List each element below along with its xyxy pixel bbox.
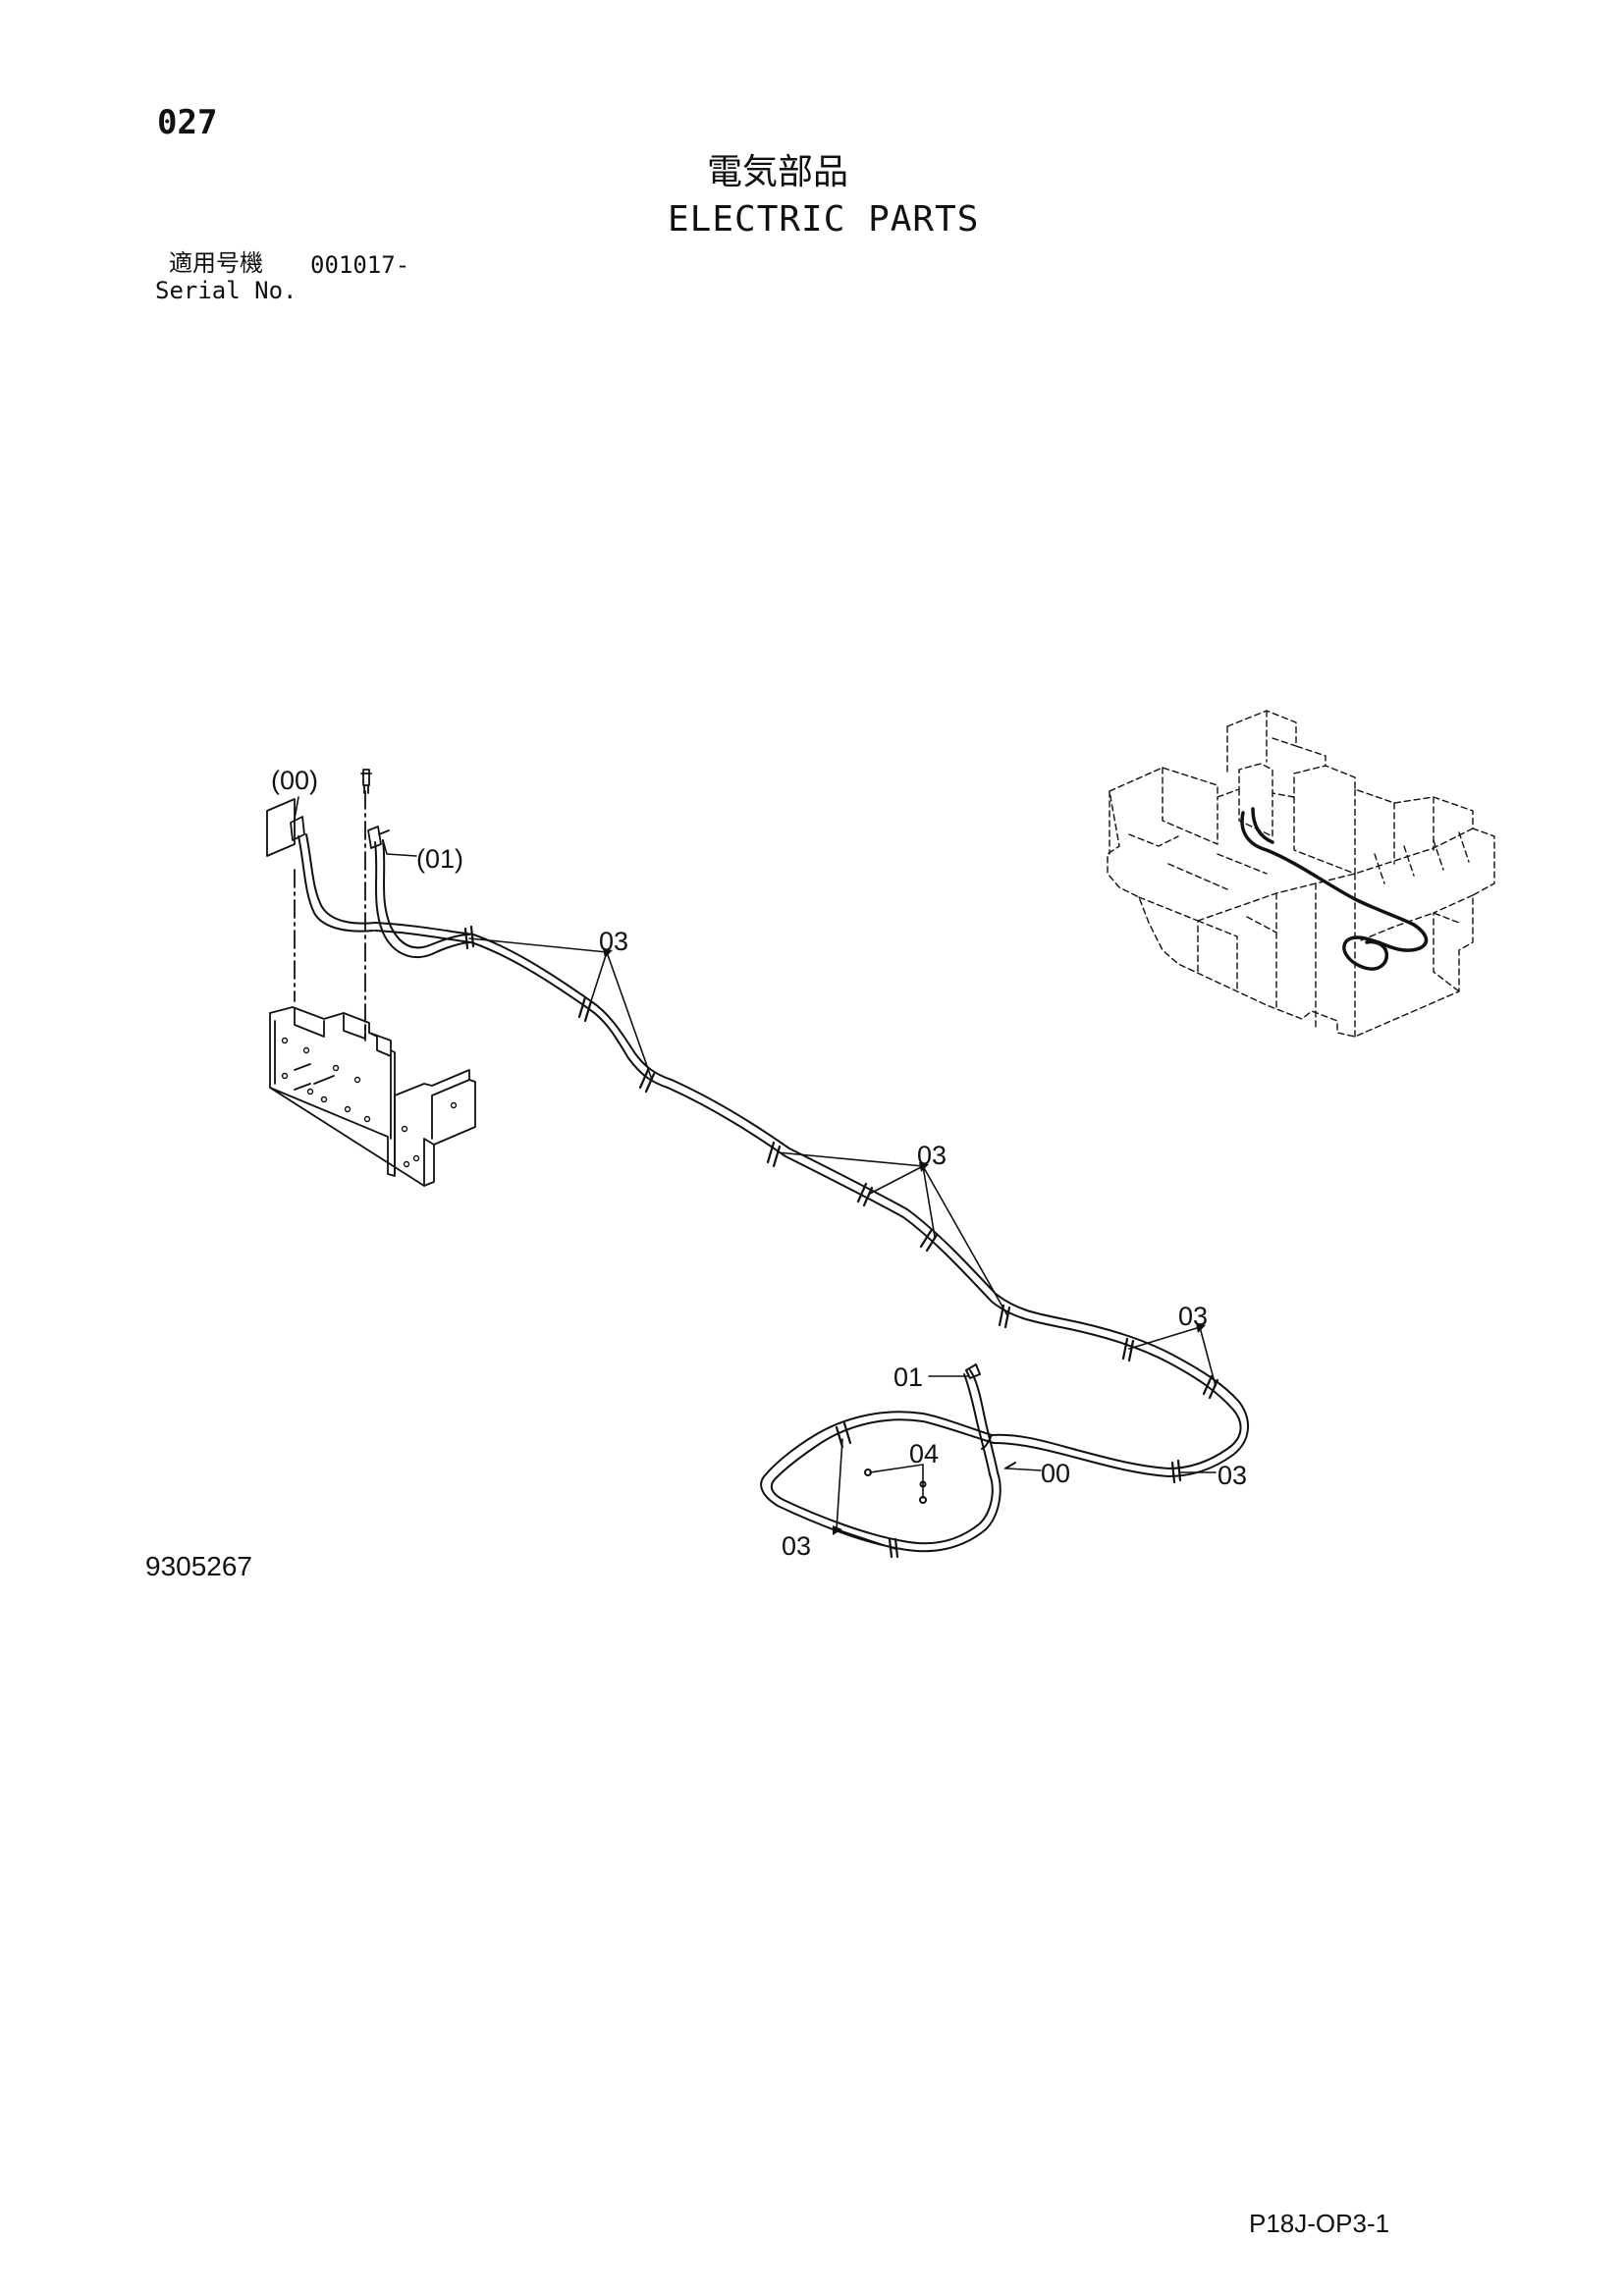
callout-arrowheads xyxy=(603,948,1206,1535)
callout-label-01-paren: (01) xyxy=(416,844,463,874)
callout-label-04: 04 xyxy=(909,1439,939,1468)
main-wiring-harness xyxy=(298,833,1250,1559)
serial-number-value: 001017- xyxy=(310,251,410,279)
page-code: P18J-OP3-1 xyxy=(1249,2209,1390,2238)
callout-label-03-lower-left: 03 xyxy=(782,1531,811,1561)
callout-label-03-middle: 03 xyxy=(917,1141,947,1170)
callout-leaders xyxy=(294,796,1217,1550)
callout-label-03-right: 03 xyxy=(1178,1302,1208,1331)
callout-label-03-upper: 03 xyxy=(599,927,628,956)
title-japanese: 電気部品 xyxy=(707,152,849,192)
page-number: 027 xyxy=(157,103,218,142)
callout-label-00-paren: (00) xyxy=(271,766,318,795)
callout-label-01-lower: 01 xyxy=(893,1362,923,1392)
serial-label-japanese: 適用号機 xyxy=(169,249,263,277)
machine-location-inset xyxy=(1107,710,1495,1038)
serial-label-english: Serial No. xyxy=(155,277,298,304)
drawing-number: 9305267 xyxy=(145,1551,253,1581)
callout-label-00-lower: 00 xyxy=(1041,1459,1070,1488)
title-english: ELECTRIC PARTS xyxy=(668,199,980,240)
callout-label-03-lower-right: 03 xyxy=(1218,1461,1247,1490)
upper-connector-group xyxy=(266,769,390,1041)
mounting-bracket xyxy=(269,1006,476,1187)
